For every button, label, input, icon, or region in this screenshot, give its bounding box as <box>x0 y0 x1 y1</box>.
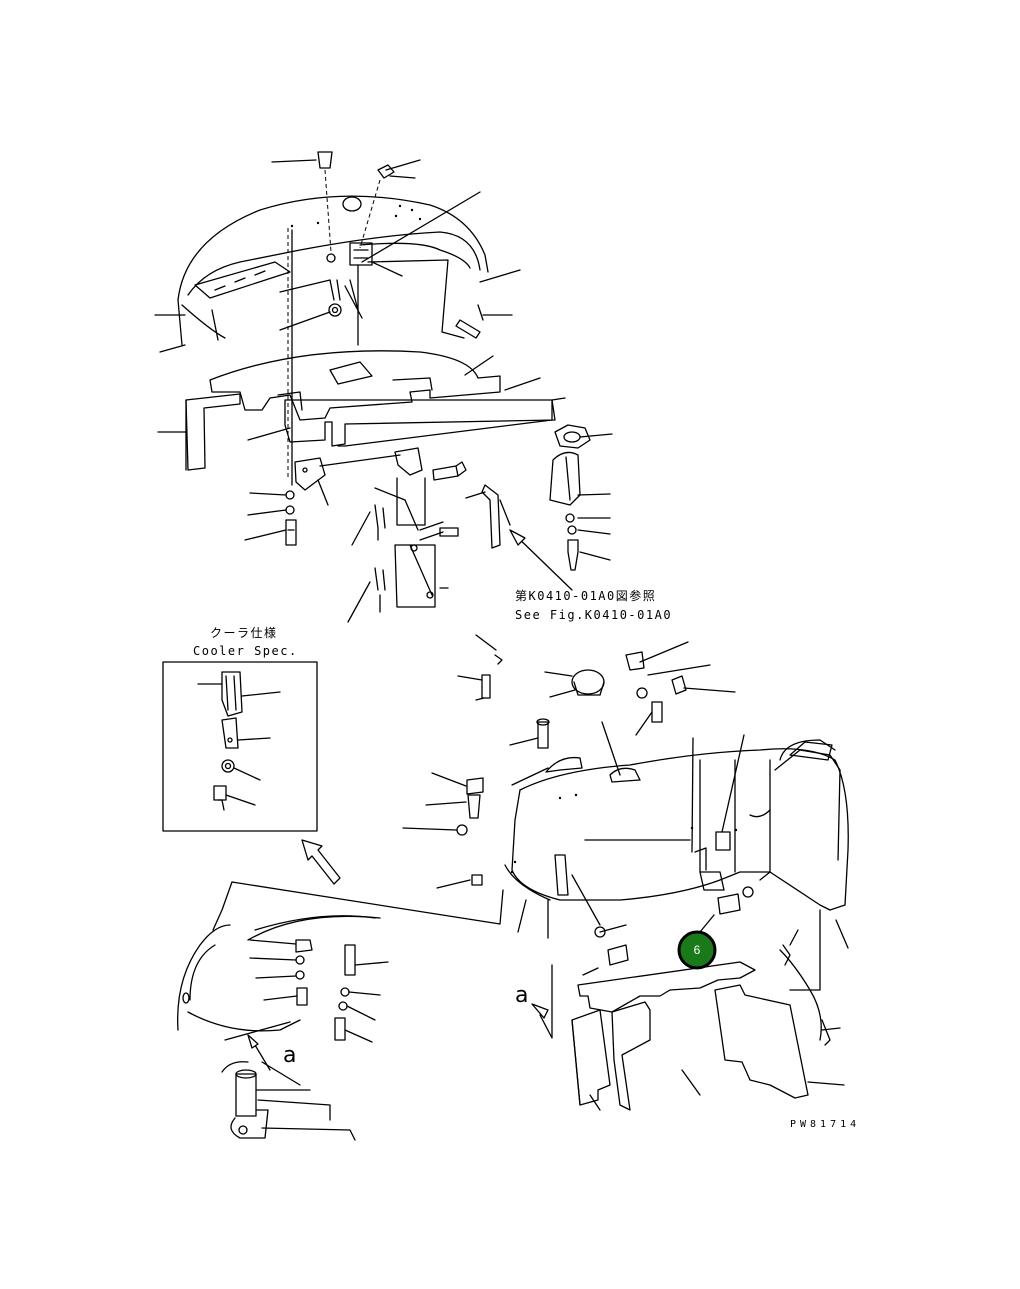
cooler-spec-title: クーラ仕様 Cooler Spec. <box>193 626 298 658</box>
cooler-spec-jp: クーラ仕様 <box>210 626 278 640</box>
view-a-label-main: a <box>515 983 528 1008</box>
see-fig-en: See Fig.K0410-01A0 <box>515 608 672 622</box>
cooler-spec-inset <box>162 661 318 832</box>
cover-plate <box>209 350 501 421</box>
see-fig-note: 第K0410-01A0図参照 See Fig.K0410-01A0 <box>515 588 672 622</box>
callout-circle[interactable] <box>677 930 717 970</box>
drawing-number: PW81714 <box>790 1119 860 1130</box>
inset-arrow <box>301 839 341 885</box>
frame-hardware <box>456 651 754 966</box>
floor-plates <box>531 929 845 1111</box>
lower-left-detail <box>177 881 504 1141</box>
leader-lines-top <box>154 159 613 623</box>
leader-lines-middle <box>402 634 849 991</box>
callout-number[interactable]: 6 <box>694 943 701 957</box>
lower-plate <box>284 399 556 447</box>
damper-linkage <box>285 447 511 608</box>
see-fig-jp: 第K0410-01A0図参照 <box>515 588 656 603</box>
floor-frame-assembly <box>504 739 849 911</box>
air-duct <box>549 424 591 571</box>
cooler-spec-en: Cooler Spec. <box>193 644 298 658</box>
part-callout-6[interactable]: 6 <box>677 930 717 970</box>
view-a-label-detail: a <box>283 1043 296 1068</box>
left-bracket <box>185 393 241 471</box>
hood-assembly <box>177 151 489 486</box>
